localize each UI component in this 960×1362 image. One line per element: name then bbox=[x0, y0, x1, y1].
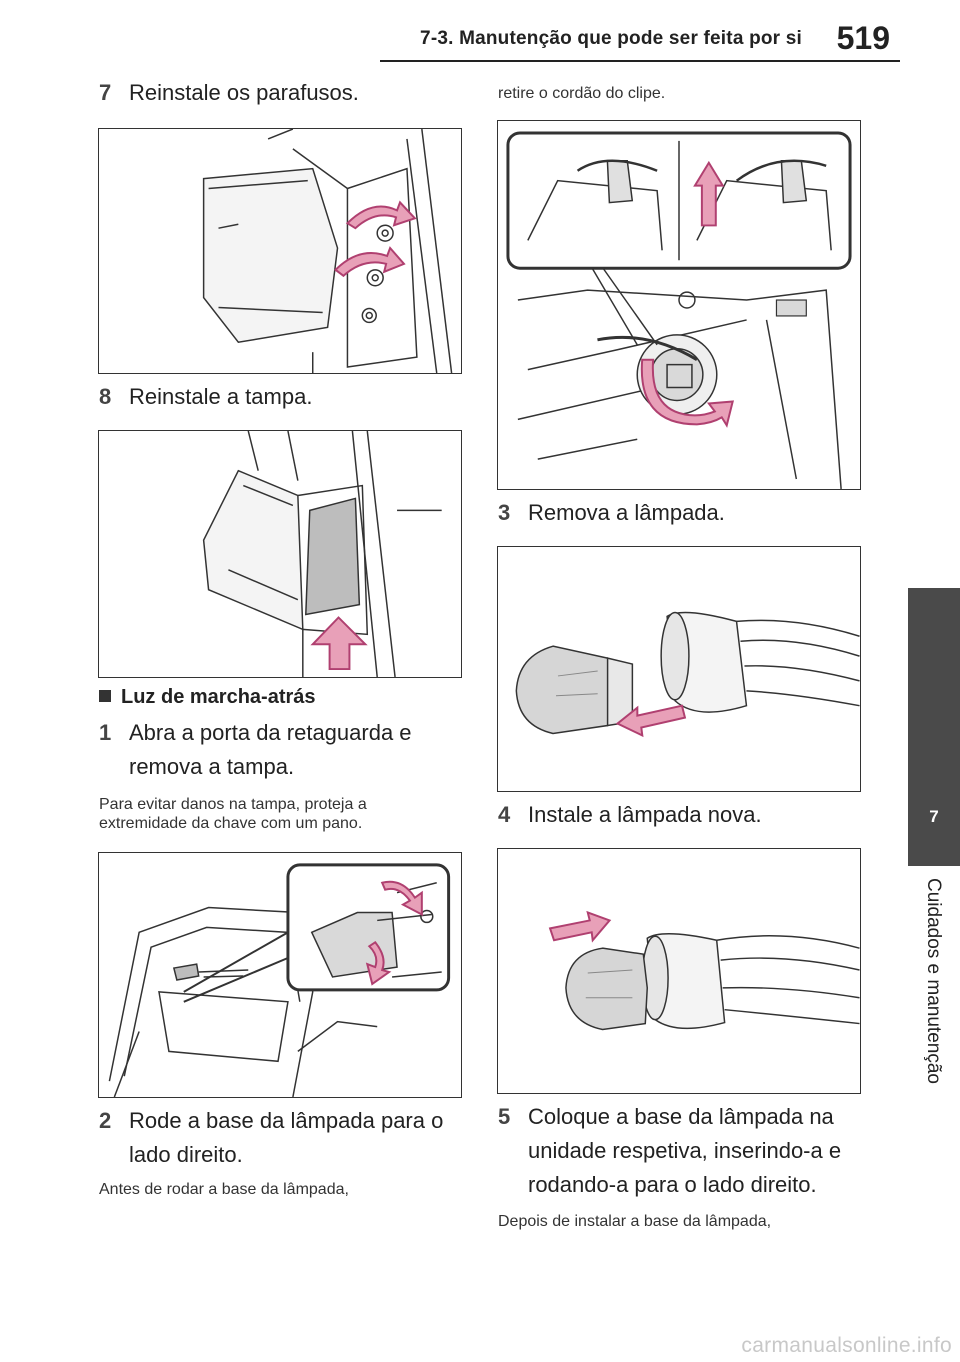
step-number: 2 bbox=[99, 1108, 112, 1133]
step-5: 5 Coloque a base da lâmpada na unidade r… bbox=[498, 1100, 868, 1202]
step-text: Reinstale os parafusos. bbox=[129, 80, 359, 105]
chapter-tab bbox=[908, 588, 960, 866]
step-text: Abra a porta da retaguarda e remova a ta… bbox=[129, 720, 412, 779]
step-number: 8 bbox=[99, 384, 112, 409]
remove-bulb-illustration bbox=[515, 611, 860, 738]
step-1: 1 Abra a porta da retaguarda e remova a … bbox=[99, 716, 459, 784]
step-number: 5 bbox=[498, 1104, 511, 1129]
install-bulb-illustration bbox=[548, 910, 860, 1031]
page-header: 7-3. Manutenção que pode ser feita por s… bbox=[0, 0, 960, 62]
step-number: 3 bbox=[498, 500, 511, 525]
figure-rotate-bulb-base bbox=[497, 120, 861, 490]
step-number: 7 bbox=[99, 80, 112, 105]
header-rule bbox=[380, 60, 900, 62]
watermark: carmanualsonline.info bbox=[741, 1334, 952, 1357]
step-text: Reinstale a tampa. bbox=[129, 384, 313, 409]
step-3: 3 Remova a lâmpada. bbox=[498, 496, 858, 530]
screws-illustration bbox=[202, 129, 453, 373]
step-number: 4 bbox=[498, 802, 511, 827]
subheading-text: Luz de marcha-atrás bbox=[121, 686, 316, 708]
note-remove-cord: retire o cordão do clipe. bbox=[498, 85, 666, 102]
bullet-square bbox=[99, 690, 111, 702]
chapter-number: 7 bbox=[929, 807, 939, 826]
step-7: 7 Reinstale os parafusos. bbox=[99, 76, 459, 110]
chapter-label-text: Cuidados e manutenção bbox=[923, 878, 944, 1084]
subheading: Luz de marcha-atrás bbox=[99, 686, 459, 709]
note-after-installing: Depois de instalar a base da lâmpada, bbox=[498, 1213, 772, 1230]
note-before-rotating: Antes de rodar a base da lâmpada, bbox=[99, 1181, 349, 1198]
step-number: 1 bbox=[99, 720, 112, 745]
page-number: 519 bbox=[836, 20, 890, 56]
step-text: Coloque a base da lâmpada na unidade res… bbox=[528, 1104, 842, 1197]
step-text: Instale a lâmpada nova. bbox=[528, 802, 762, 827]
figure-reinstall-screws bbox=[98, 128, 462, 374]
figure-reinstall-cover bbox=[98, 430, 462, 678]
cover-illustration bbox=[202, 431, 442, 677]
bulb-base-illustration bbox=[506, 131, 852, 489]
figure-remove-cover bbox=[98, 852, 462, 1098]
note-protect-cover: Para evitar danos na tampa, proteja a ex… bbox=[99, 796, 367, 832]
figure-install-bulb bbox=[497, 848, 861, 1094]
step-text: Rode a base da lâmpada para o lado direi… bbox=[129, 1108, 444, 1167]
figure-remove-bulb bbox=[497, 546, 861, 792]
step-2: 2 Rode a base da lâmpada para o lado dir… bbox=[99, 1104, 469, 1172]
step-8: 8 Reinstale a tampa. bbox=[99, 380, 459, 414]
section-title: 7-3. Manutenção que pode ser feita por s… bbox=[420, 28, 802, 49]
step-4: 4 Instale a lâmpada nova. bbox=[498, 798, 858, 832]
chapter-label: Cuidados e manutenção bbox=[908, 878, 960, 1128]
step-text: Remova a lâmpada. bbox=[528, 500, 725, 525]
tailgate-illustration bbox=[108, 863, 451, 1097]
